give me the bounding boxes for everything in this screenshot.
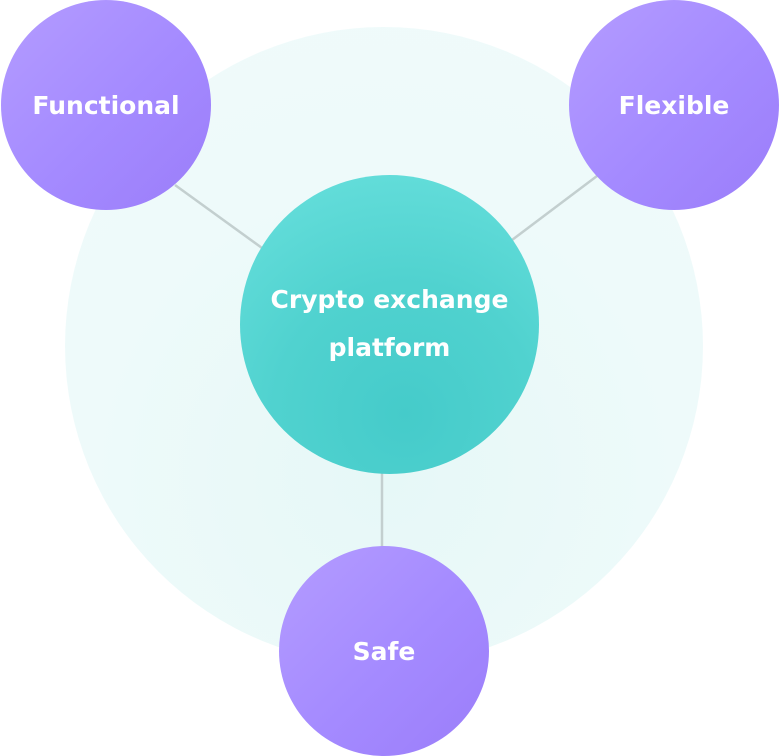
center-node-label: Crypto exchange platform [270,284,509,362]
node-functional-label: Functional [32,90,180,120]
node-functional: Functional [1,0,211,210]
connector-flexible [511,175,598,241]
connector-functional [174,183,263,250]
node-flexible-label: Flexible [618,90,730,120]
node-flexible: Flexible [569,0,779,210]
node-safe-label: Safe [352,636,416,666]
center-node: Crypto exchange platform [240,175,539,474]
node-safe: Safe [279,546,489,756]
